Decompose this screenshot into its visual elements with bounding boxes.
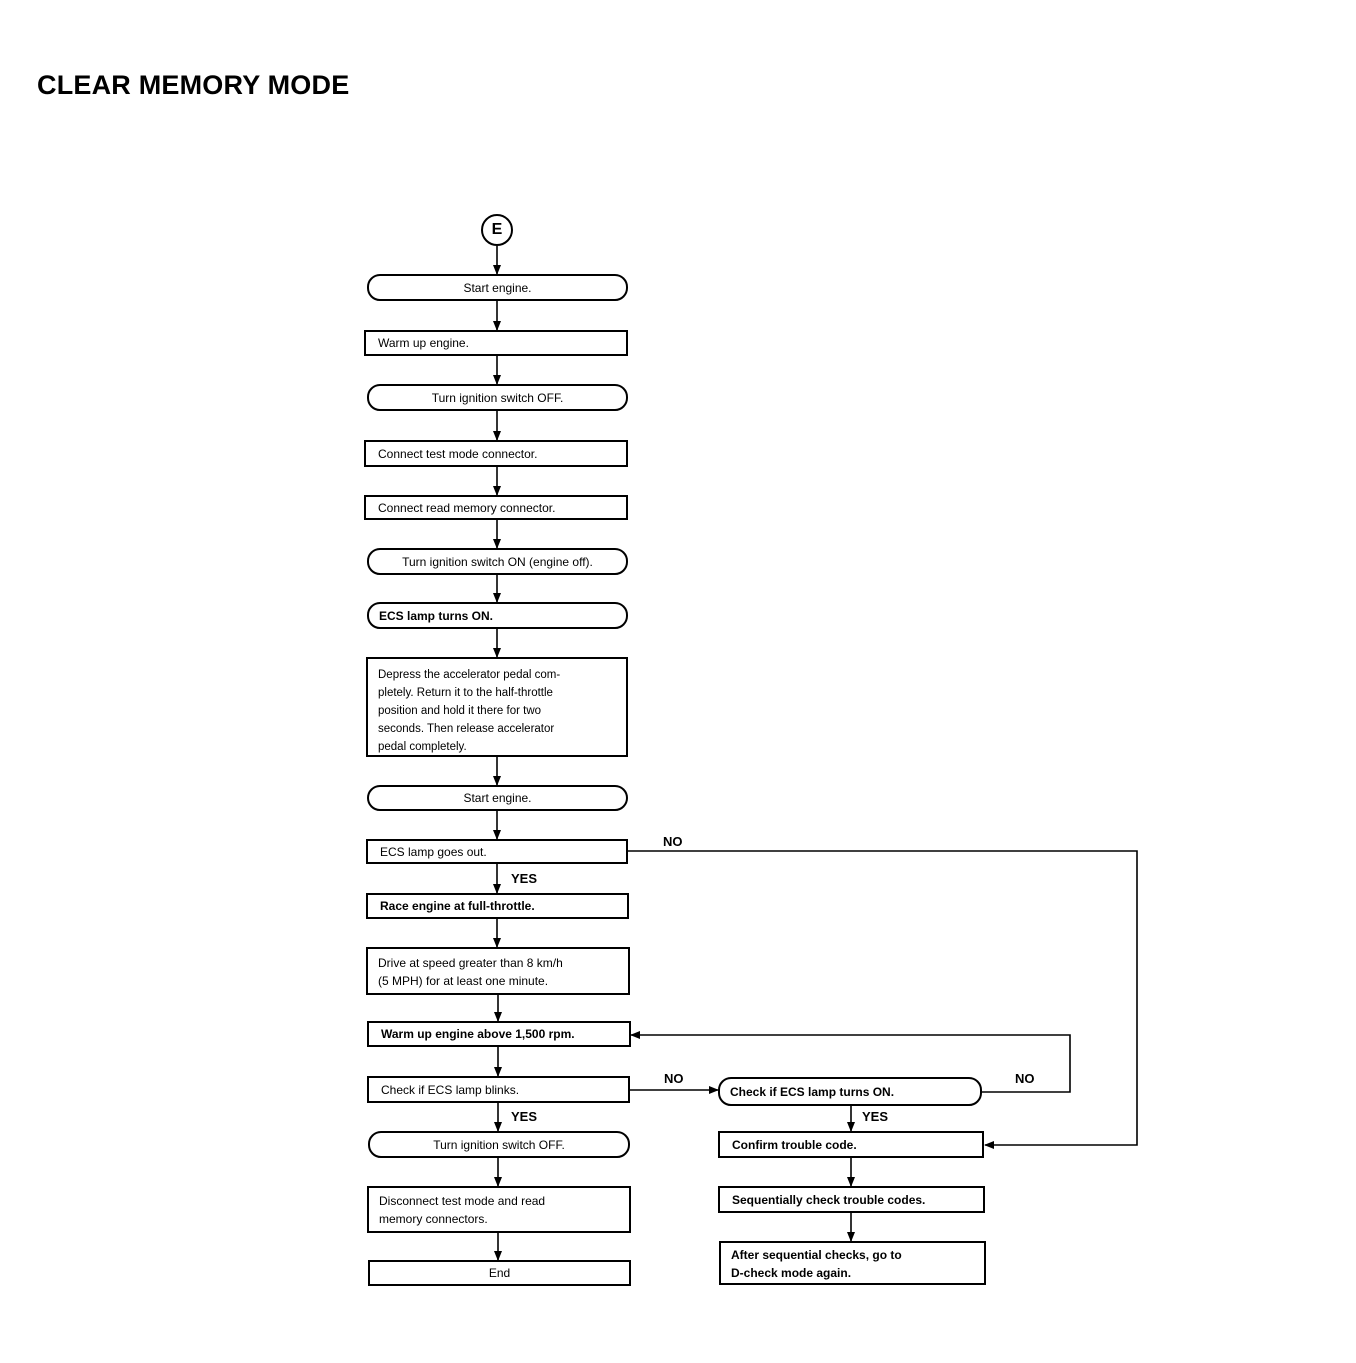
step-disconnect-connectors: Disconnect test mode and read memory con… <box>367 1186 631 1233</box>
step-warm-up-engine: Warm up engine. <box>364 330 628 356</box>
decision-ecs-lamp-blinks: Check if ECS lamp blinks. <box>367 1076 630 1103</box>
step-ignition-off-1: Turn ignition switch OFF. <box>367 384 628 411</box>
step-ignition-on: Turn ignition switch ON (engine off). <box>367 548 628 575</box>
decision-ecs-lamp-turns-on: Check if ECS lamp turns ON. <box>718 1077 982 1106</box>
step-ecs-lamp-on: ECS lamp turns ON. <box>367 602 628 629</box>
step-after-sequential-checks: After sequential checks, go to D-check m… <box>719 1241 986 1285</box>
step-ignition-off-2: Turn ignition switch OFF. <box>368 1131 630 1158</box>
label-turns-on-yes: YES <box>862 1109 889 1124</box>
step-warm-up-1500rpm: Warm up engine above 1,500 rpm. <box>367 1021 631 1047</box>
step-confirm-trouble-code: Confirm trouble code. <box>718 1131 984 1158</box>
step-drive-speed: Drive at speed greater than 8 km/h (5 MP… <box>366 947 630 995</box>
decision-ecs-lamp-goes-out: ECS lamp goes out. <box>366 839 628 864</box>
step-end: End <box>368 1260 631 1286</box>
label-turns-on-no: NO <box>1015 1071 1035 1086</box>
step-depress-pedal: Depress the accelerator pedal com- plete… <box>366 657 628 757</box>
step-connect-test-mode: Connect test mode connector. <box>364 440 628 467</box>
arrow-turns-on-no <box>630 1031 1071 1093</box>
label-blinks-no: NO <box>664 1071 684 1086</box>
step-connect-read-memory: Connect read memory connector. <box>364 495 628 520</box>
label-ecs-out-yes: YES <box>511 871 538 886</box>
step-race-engine: Race engine at full-throttle. <box>366 893 629 919</box>
step-start-engine-1: Start engine. <box>367 274 628 301</box>
start-connector-e: E <box>481 214 513 246</box>
label-blinks-yes: YES <box>511 1109 538 1124</box>
arrow-ecs-out-no <box>628 850 1138 1149</box>
label-ecs-out-no: NO <box>663 834 683 849</box>
step-sequentially-check-codes: Sequentially check trouble codes. <box>718 1186 985 1213</box>
step-start-engine-2: Start engine. <box>367 785 628 811</box>
page-title: CLEAR MEMORY MODE <box>37 70 350 100</box>
